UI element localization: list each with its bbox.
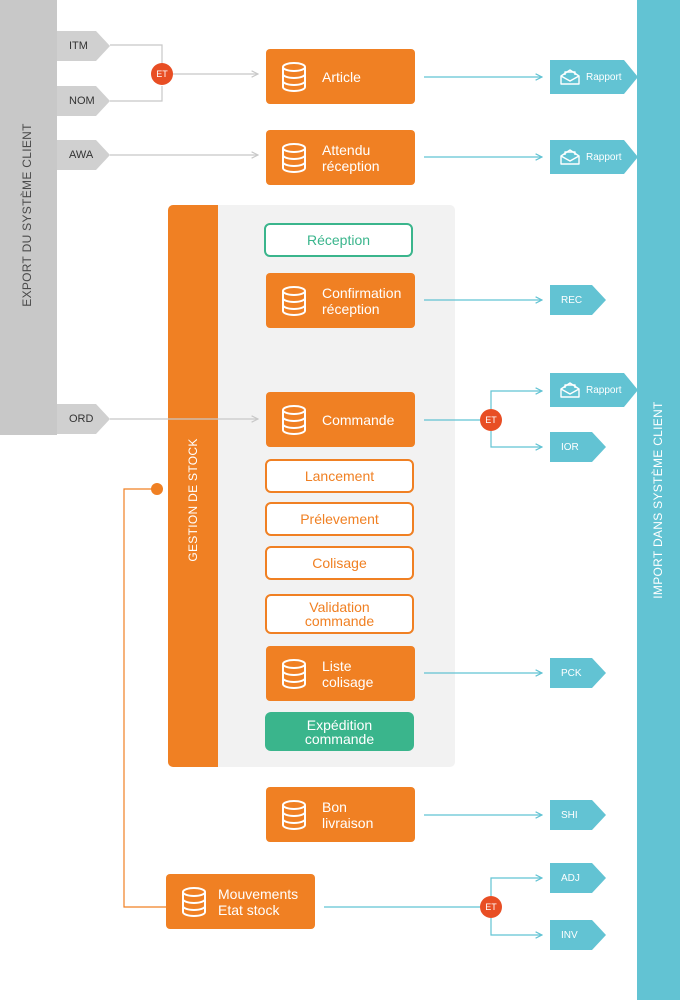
source-ord-label: ORD	[69, 413, 94, 425]
export-band	[0, 0, 57, 435]
stock-group-bar	[168, 205, 218, 767]
step-expedition-line-1: Expédition	[306, 716, 373, 733]
output-inv-label: INV	[561, 929, 578, 941]
link-nom-et	[110, 86, 163, 102]
output-ior-label: IOR	[561, 441, 579, 453]
link-et-rapport	[490, 391, 542, 409]
et-connector-1: ET	[151, 63, 173, 85]
et-connector-2-label: ET	[485, 415, 497, 425]
box-confirmation-line-1: Confirmation	[322, 284, 402, 301]
step-validation-line-1: Validation	[309, 599, 370, 615]
output-rapport-2-label: Rapport	[586, 151, 622, 163]
step-validation-line-2: commande	[304, 613, 375, 629]
step-reception: Réception	[264, 223, 413, 257]
step-colisage: Colisage	[265, 546, 414, 580]
et-connector-3-label: ET	[485, 902, 497, 912]
box-attendu-line-1: Attendu	[322, 141, 371, 158]
step-expedition-line-2: commande	[304, 730, 375, 747]
step-reception-label: Réception	[306, 232, 371, 248]
link-itm-et	[110, 44, 163, 66]
step-lancement: Lancement	[265, 459, 414, 493]
box-mouvements-line-2: Etat stock	[218, 901, 280, 918]
et-connector-3: ET	[480, 896, 502, 918]
box-attendu-line-2: réception	[322, 157, 380, 174]
output-pck-label: PCK	[561, 667, 582, 679]
step-prelevement: Prélevement	[265, 502, 414, 536]
database-icon	[282, 61, 306, 92]
box-bon-line-2: livraison	[322, 814, 374, 831]
database-icon	[282, 658, 306, 689]
database-icon	[282, 142, 306, 173]
et-connector-2: ET	[480, 409, 502, 431]
mail-icon	[559, 68, 581, 86]
output-shi-label: SHI	[561, 809, 578, 821]
et-connector-1-label: ET	[156, 69, 168, 79]
output-rec-label: REC	[561, 294, 583, 306]
source-itm-label: ITM	[69, 40, 88, 52]
box-article-label: Article	[322, 68, 361, 85]
mail-icon	[559, 381, 581, 399]
step-lancement-label: Lancement	[304, 468, 375, 484]
mail-icon	[559, 148, 581, 166]
box-bon-line-1: Bon	[322, 798, 347, 815]
database-icon	[282, 404, 306, 435]
link-et-ior	[490, 431, 542, 447]
link-et-inv	[490, 918, 542, 935]
box-confirmation-line-2: réception	[322, 300, 380, 317]
output-rapport-3: Rapport	[550, 373, 638, 407]
output-rapport-1-label: Rapport	[586, 71, 622, 83]
output-adj-label: ADJ	[561, 872, 580, 884]
output-rapport-2: Rapport	[550, 140, 638, 174]
output-rapport-3-label: Rapport	[586, 384, 622, 396]
database-icon	[282, 799, 306, 830]
database-icon	[182, 886, 206, 917]
box-commande: Commande	[266, 392, 415, 447]
source-awa-label: AWA	[69, 149, 94, 161]
output-rapport-1: Rapport	[550, 60, 638, 94]
import-band	[637, 0, 680, 1000]
box-liste-line-1: Liste	[322, 657, 352, 674]
link-et-adj	[490, 878, 542, 896]
database-icon	[282, 285, 306, 316]
box-liste-line-2: colisage	[322, 673, 374, 690]
box-article: Article	[266, 49, 415, 104]
box-mouvements-line-1: Mouvements	[218, 885, 299, 902]
box-commande-label: Commande	[322, 411, 395, 428]
source-nom-label: NOM	[69, 95, 95, 107]
step-colisage-label: Colisage	[312, 555, 367, 571]
link-mouvements-stock	[123, 488, 166, 908]
stock-link-dot	[151, 483, 163, 495]
step-prelevement-label: Prélevement	[300, 511, 379, 527]
